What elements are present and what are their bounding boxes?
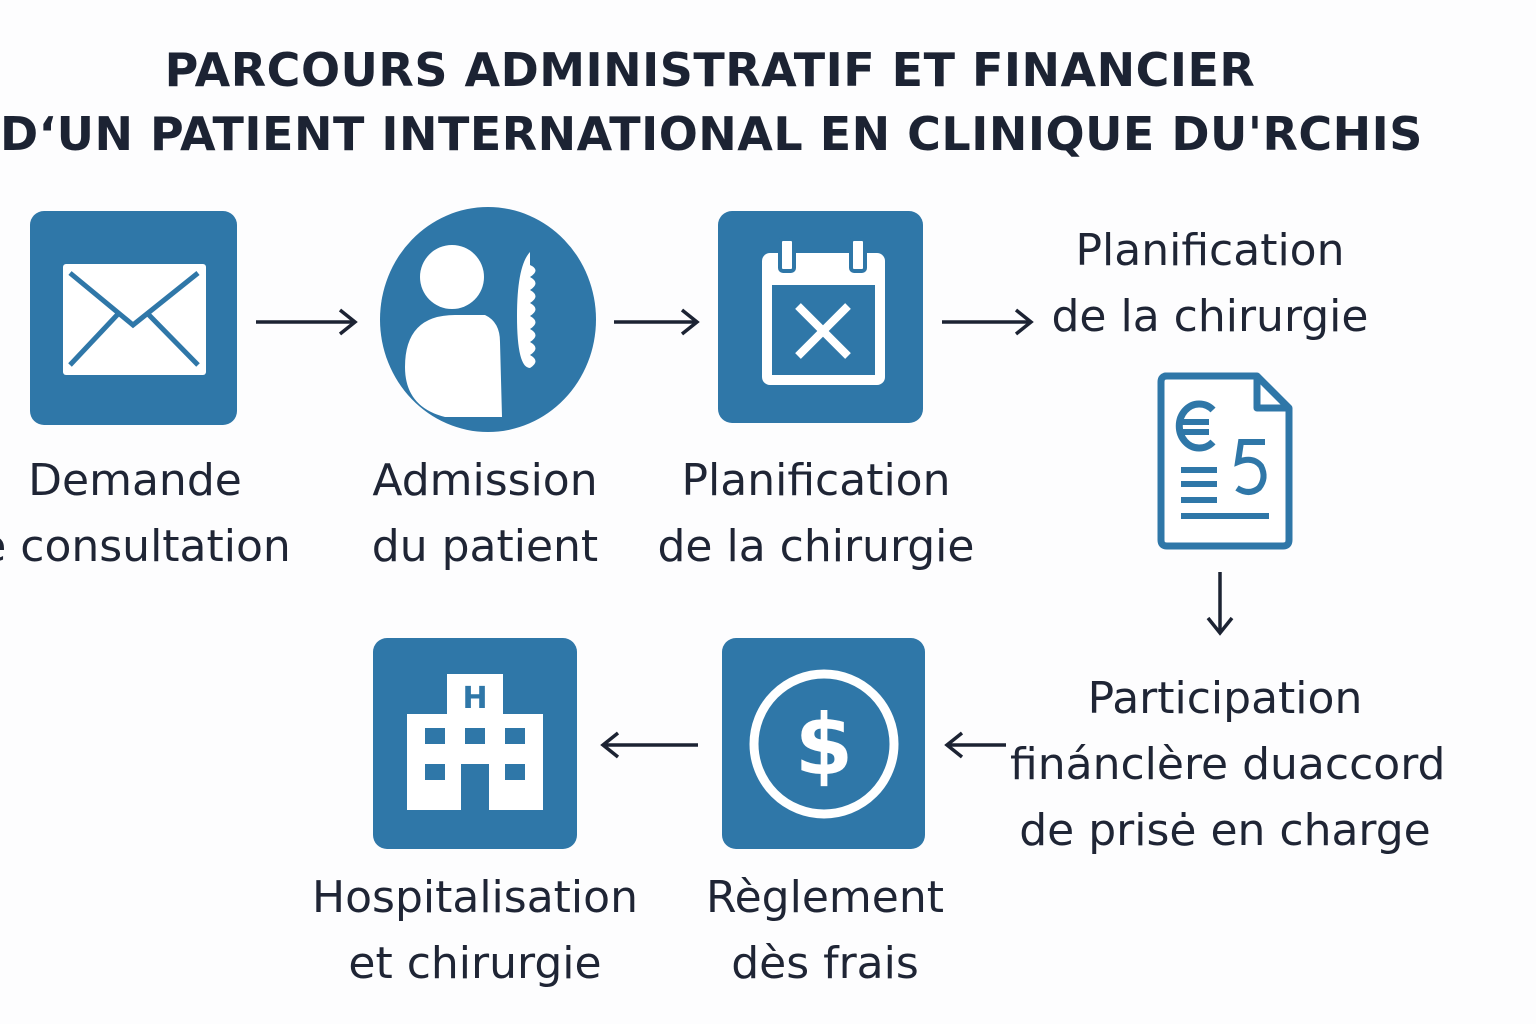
patient-spine-icon bbox=[380, 207, 596, 432]
arrow-down-icon bbox=[1206, 572, 1234, 636]
title-line-2: D‘UN PATIENT INTERNATIONAL EN CLINIQUE D… bbox=[0, 107, 1423, 161]
arrow-left-icon bbox=[944, 731, 1006, 759]
step-label-hospitalisation: Hospitalisation et chirurgie bbox=[312, 872, 638, 989]
envelope-icon bbox=[30, 211, 237, 425]
dollar-coin-icon: $ bbox=[722, 638, 925, 849]
svg-text:$: $ bbox=[795, 696, 853, 794]
step-label-surgery-planning: Planification de la chirurgie bbox=[657, 455, 975, 572]
title-line-1: PARCOURS ADMINISTRATIF ET FINANCIER bbox=[164, 43, 1256, 97]
euro-invoice-icon bbox=[1157, 372, 1293, 550]
step-label-consultation-request: Demande e consultation bbox=[0, 455, 291, 572]
arrow-right-icon bbox=[256, 308, 358, 336]
step-label-surgery-planning-2: Planification de la chirurgie bbox=[1051, 225, 1369, 342]
step-label-admission: Admission du patient bbox=[371, 455, 599, 572]
arrow-right-icon bbox=[614, 308, 700, 336]
arrow-right-icon bbox=[942, 308, 1034, 336]
diagram-title: PARCOURS ADMINISTRATIF ET FINANCIER D‘UN… bbox=[0, 38, 1423, 166]
hospital-icon: H bbox=[373, 638, 577, 849]
arrow-left-icon bbox=[600, 731, 698, 759]
step-label-financial-participation: Participation finánclère duaccord de pri… bbox=[1010, 673, 1446, 856]
step-label-payment: Règlement dès frais bbox=[706, 872, 944, 989]
svg-text:H: H bbox=[462, 681, 487, 716]
calendar-icon bbox=[718, 211, 923, 423]
